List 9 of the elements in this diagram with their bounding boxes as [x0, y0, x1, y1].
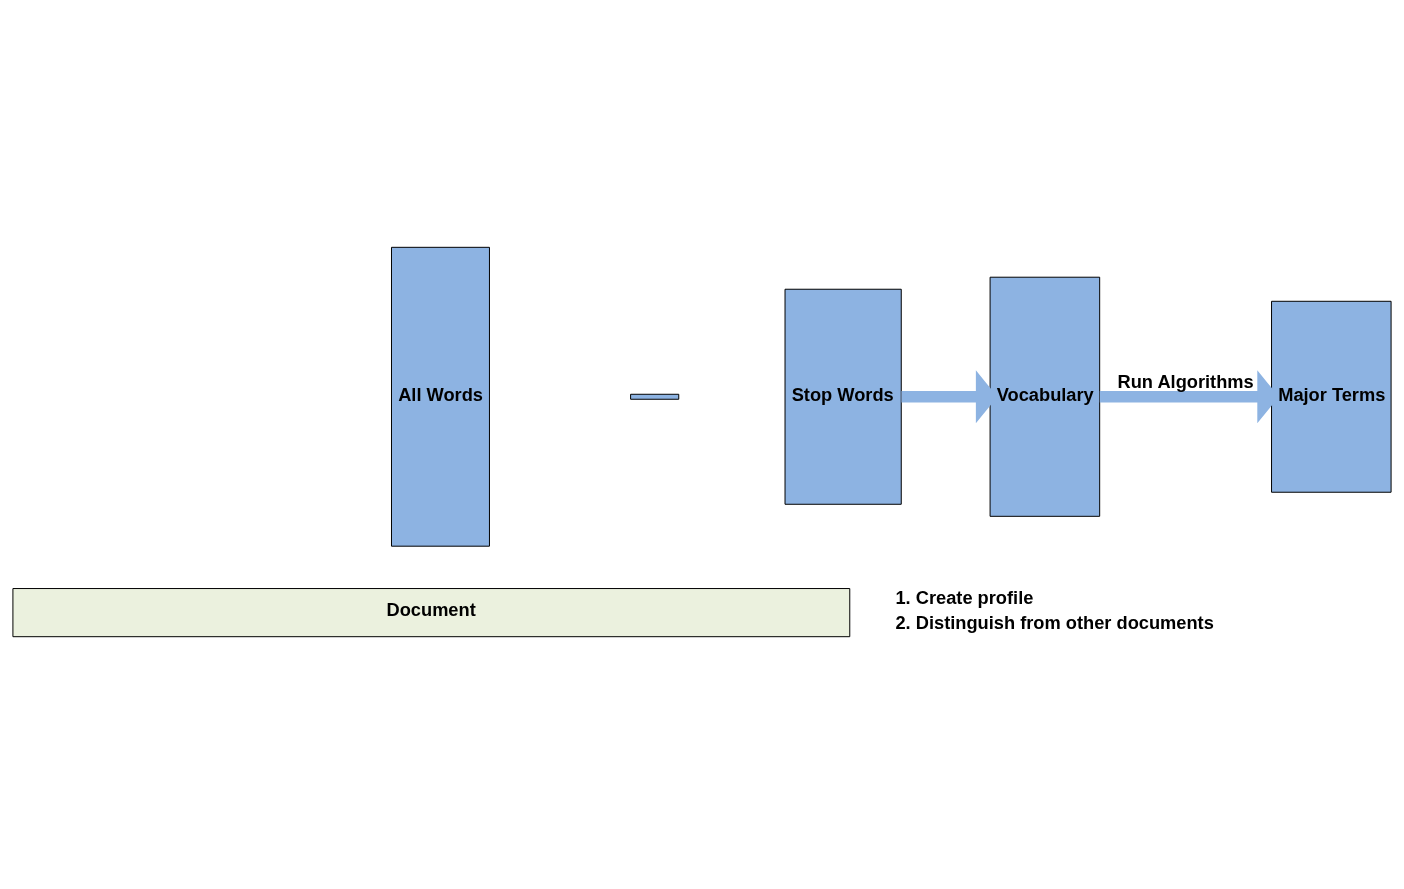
node-bar	[630, 393, 680, 400]
edge-label: Run Algorithms	[1117, 371, 1254, 393]
label: 1. Create profile	[895, 586, 1034, 608]
label: 2. Distinguish from other documents	[895, 611, 1214, 633]
node-box: Major Terms	[1271, 300, 1392, 493]
node-box: Vocabulary	[989, 276, 1101, 517]
node-box: All Words	[391, 246, 490, 547]
node-box: Document	[12, 588, 851, 638]
node-box: Stop Words	[784, 288, 902, 505]
